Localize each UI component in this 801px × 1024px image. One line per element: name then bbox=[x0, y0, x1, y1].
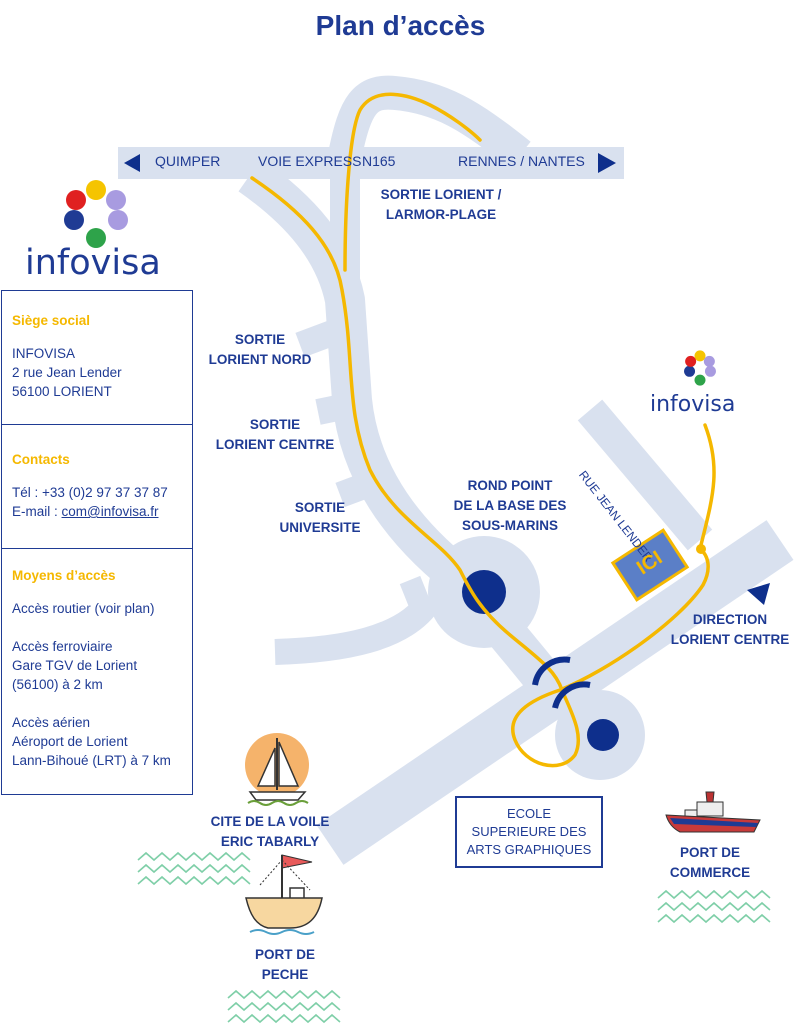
divider bbox=[2, 548, 192, 549]
infovisa-flower-icon bbox=[64, 180, 128, 248]
rue-jean-lender-road bbox=[577, 399, 713, 551]
label-direction-lorient-centre: DIRECTION LORIENT CENTRE bbox=[670, 612, 790, 647]
siege-name: INFOVISA bbox=[12, 346, 76, 361]
roundabout-center bbox=[462, 570, 506, 614]
siege-street: 2 rue Jean Lender bbox=[12, 365, 122, 380]
access-route bbox=[250, 92, 716, 768]
label-port-peche: PORT DE PECHE bbox=[254, 947, 315, 982]
siege-heading: Siège social bbox=[12, 313, 91, 328]
contacts-email-line: E-mail : com@infovisa.fr bbox=[12, 504, 159, 519]
contacts-section: Contacts Tél : +33 (0)2 97 37 37 87 E-ma… bbox=[2, 450, 192, 521]
destination-dot bbox=[696, 544, 706, 554]
info-panel: Siège social INFOVISA 2 rue Jean Lender … bbox=[1, 290, 193, 795]
label-sortie-lorient-larmor: SORTIE LORIENT / LARMOR-PLAGE bbox=[380, 187, 502, 222]
ecole-box: ECOLE SUPERIEURE DES ARTS GRAPHIQUES bbox=[455, 796, 603, 868]
infovisa-flower-icon-small bbox=[684, 350, 716, 386]
waves bbox=[137, 851, 771, 1024]
label-rennes-nantes: RENNES / NANTES bbox=[458, 153, 585, 169]
page-title: Plan d’accès bbox=[315, 10, 486, 41]
acces-section: Moyens d’accès Accès routier (voir plan)… bbox=[2, 566, 192, 770]
junction-arc-1 bbox=[532, 656, 571, 686]
acces-aerien-1: Accès aérien bbox=[12, 715, 91, 730]
roundabout-east-center bbox=[587, 719, 619, 751]
infovisa-logo-small: infovisa bbox=[650, 392, 736, 417]
cargo-ship-icon bbox=[665, 791, 761, 833]
infovisa-logo: infovisa bbox=[25, 243, 161, 283]
label-quimper: QUIMPER bbox=[155, 153, 221, 169]
divider bbox=[2, 424, 192, 425]
junction-arc-2 bbox=[552, 681, 591, 709]
contacts-tel: Tél : +33 (0)2 97 37 37 87 bbox=[12, 485, 168, 500]
sailboat-icon bbox=[245, 733, 309, 806]
email-link[interactable]: com@infovisa.fr bbox=[61, 504, 159, 519]
acces-heading: Moyens d’accès bbox=[12, 568, 116, 583]
label-sortie-universite: SORTIE UNIVERSITE bbox=[279, 500, 361, 535]
contacts-heading: Contacts bbox=[12, 452, 70, 467]
acces-aerien-3: Lann-Bihoué (LRT) à 7 km bbox=[12, 753, 171, 768]
label-cite-voile: CITE DE LA VOILE ERIC TABARLY bbox=[210, 814, 330, 849]
label-port-commerce: PORT DE COMMERCE bbox=[669, 845, 751, 880]
siege-section: Siège social INFOVISA 2 rue Jean Lender … bbox=[2, 311, 192, 401]
acces-ferro-2: Gare TGV de Lorient bbox=[12, 658, 138, 673]
label-ecole: ECOLE SUPERIEURE DES ARTS GRAPHIQUES bbox=[466, 806, 592, 857]
label-sortie-lorient-nord: SORTIE LORIENT NORD bbox=[208, 332, 312, 367]
acces-ferro-1: Accès ferroviaire bbox=[12, 639, 113, 654]
siege-city: 56100 LORIENT bbox=[12, 384, 112, 399]
direction-arrow-icon bbox=[747, 583, 770, 605]
acces-aerien-2: Aéroport de Lorient bbox=[12, 734, 128, 749]
arrow-right-icon bbox=[598, 153, 616, 173]
label-rond-point: ROND POINT DE LA BASE DES SOUS-MARINS bbox=[453, 478, 567, 533]
label-voie-express: VOIE EXPRESS bbox=[258, 153, 362, 169]
acces-ferro-3: (56100) à 2 km bbox=[12, 677, 103, 692]
acces-routier: Accès routier (voir plan) bbox=[12, 601, 155, 616]
fishing-boat-icon bbox=[245, 854, 323, 935]
arrow-left-icon bbox=[124, 154, 140, 172]
highway-road bbox=[118, 147, 624, 179]
label-n165: N165 bbox=[362, 153, 396, 169]
ici-box bbox=[610, 528, 690, 602]
label-sortie-lorient-centre: SORTIE LORIENT CENTRE bbox=[215, 417, 335, 452]
sortie-lorient-larmor-ramp bbox=[328, 75, 531, 169]
